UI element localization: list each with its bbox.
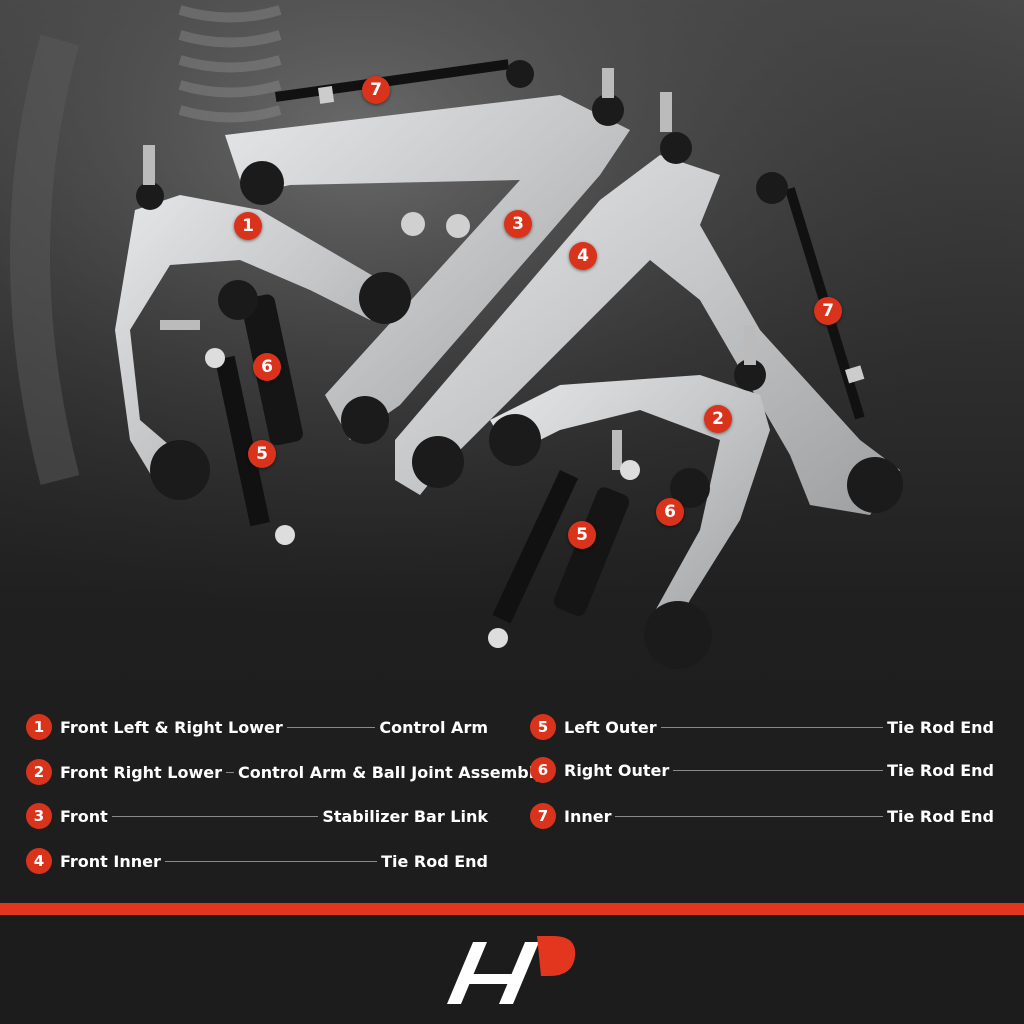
background-coil-spring bbox=[178, 5, 282, 123]
legend-badge: 2 bbox=[26, 759, 52, 785]
photo-marker-5-right: 5 bbox=[568, 521, 596, 549]
legend-left-text: Front Inner bbox=[60, 851, 161, 871]
legend-leader-line bbox=[660, 726, 884, 728]
outer-tie-rod-end-right bbox=[553, 430, 710, 616]
control-arm-part-2 bbox=[489, 325, 770, 669]
product-photo bbox=[0, 0, 1024, 690]
legend-left-text: Right Outer bbox=[564, 760, 670, 780]
footer bbox=[0, 915, 1024, 1024]
legend-row-2: 2 Front Right Lower Control Arm & Ball J… bbox=[26, 757, 545, 787]
legend-row-6: 6 Right Outer Tie Rod End bbox=[530, 755, 994, 785]
photo-marker-6-left: 6 bbox=[253, 353, 281, 381]
legend-left-text: Left Outer bbox=[564, 717, 657, 737]
legend-right-text: Tie Rod End bbox=[887, 806, 994, 826]
photo-marker-6-right: 6 bbox=[656, 498, 684, 526]
photo-marker-7-right: 7 bbox=[814, 297, 842, 325]
background-wheel-arc bbox=[10, 34, 80, 486]
legend-row-7: 7 Inner Tie Rod End bbox=[530, 801, 994, 831]
washer bbox=[446, 214, 470, 238]
photo-marker-7-top: 7 bbox=[362, 76, 390, 104]
legend-leader-line bbox=[286, 726, 376, 728]
legend-left-text: Front bbox=[60, 806, 108, 826]
legend-left-text: Front Left & Right Lower bbox=[60, 717, 283, 737]
legend-row-5: 5 Left Outer Tie Rod End bbox=[530, 712, 994, 742]
legend-leader-line bbox=[673, 769, 884, 771]
photo-marker-3: 3 bbox=[504, 210, 532, 238]
legend-badge: 1 bbox=[26, 714, 52, 740]
legend-right-text: Tie Rod End bbox=[381, 851, 488, 871]
legend-left-text: Front Right Lower bbox=[60, 762, 222, 782]
red-divider-band bbox=[0, 903, 1024, 915]
legend-right-text: Control Arm bbox=[379, 717, 488, 737]
legend-leader-line bbox=[164, 860, 378, 862]
control-arm-part-1 bbox=[115, 145, 411, 500]
legend-right-text: Stabilizer Bar Link bbox=[322, 806, 488, 826]
washer bbox=[401, 212, 425, 236]
lower-arm-part-4 bbox=[395, 92, 903, 515]
legend-left-text: Inner bbox=[564, 806, 612, 826]
legend-leader-line bbox=[225, 771, 234, 773]
parts-legend: 1 Front Left & Right Lower Control Arm 2… bbox=[0, 700, 1024, 890]
legend-badge: 6 bbox=[530, 757, 556, 783]
photo-marker-1: 1 bbox=[234, 212, 262, 240]
photo-marker-5-left: 5 bbox=[248, 440, 276, 468]
legend-leader-line bbox=[615, 815, 884, 817]
legend-row-1: 1 Front Left & Right Lower Control Arm bbox=[26, 712, 488, 742]
legend-badge: 4 bbox=[26, 848, 52, 874]
stabilizer-link-right bbox=[488, 460, 640, 648]
legend-right-text: Control Arm & Ball Joint Assembly bbox=[237, 762, 545, 782]
photo-marker-2: 2 bbox=[704, 405, 732, 433]
legend-badge: 7 bbox=[530, 803, 556, 829]
brand-logo-icon bbox=[447, 936, 576, 1004]
legend-right-text: Tie Rod End bbox=[887, 717, 994, 737]
legend-badge: 5 bbox=[530, 714, 556, 740]
inner-tie-rod-top bbox=[275, 59, 534, 104]
photo-marker-4: 4 bbox=[569, 242, 597, 270]
legend-badge: 3 bbox=[26, 803, 52, 829]
stabilizer-link-left bbox=[205, 348, 295, 545]
stabilizer-arm-part-3 bbox=[225, 68, 630, 444]
legend-row-4: 4 Front Inner Tie Rod End bbox=[26, 846, 488, 876]
legend-row-3: 3 Front Stabilizer Bar Link bbox=[26, 801, 488, 831]
legend-right-text: Tie Rod End bbox=[887, 760, 994, 780]
legend-leader-line bbox=[111, 815, 319, 817]
